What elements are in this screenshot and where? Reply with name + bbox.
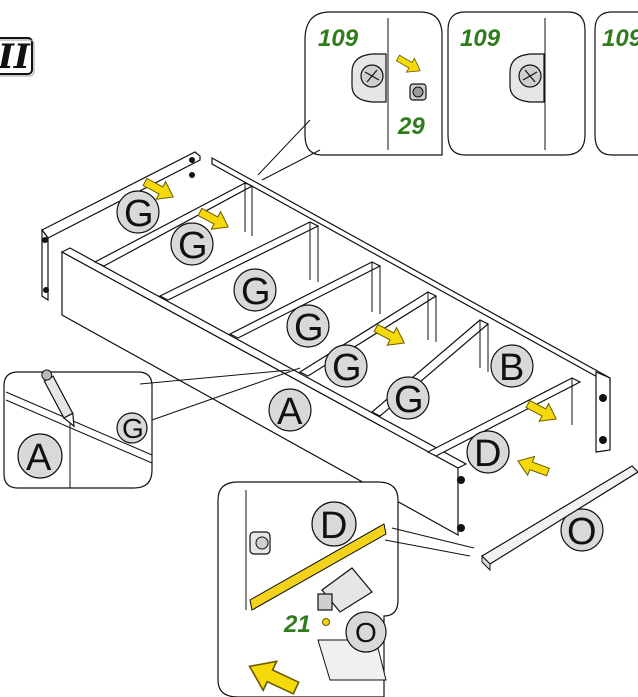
partial-callout: 109 xyxy=(594,11,638,156)
cabinet-dividers xyxy=(244,183,573,425)
cam-lock-callout: 109 29 xyxy=(304,11,443,156)
cam-lock-icon xyxy=(509,53,545,103)
label-d: D xyxy=(474,433,501,475)
cam-bolt-icon xyxy=(409,83,427,101)
label-g-5: G xyxy=(332,347,362,389)
step-label: II xyxy=(0,37,31,77)
pencil-label-a: A xyxy=(26,437,52,479)
strip-o xyxy=(481,465,638,572)
label-g-2: G xyxy=(178,225,208,267)
pencil-callout: A G xyxy=(3,369,153,489)
cam-lock-icon xyxy=(351,53,387,103)
glue-callout: D 21 O xyxy=(217,481,399,697)
label-o: O xyxy=(567,511,597,553)
step-badge: II xyxy=(0,37,35,77)
glue-tube-icon xyxy=(317,567,373,626)
partial-number: 109 xyxy=(602,25,638,52)
cam-bolt-number: 29 xyxy=(397,113,425,140)
cam-part-number: 109 xyxy=(318,25,359,52)
cam-locked-number: 109 xyxy=(460,25,501,52)
pencil-label-g: G xyxy=(122,413,144,444)
arrow-icon xyxy=(514,451,552,482)
glue-label-d: D xyxy=(320,505,347,547)
pencil-icon xyxy=(41,369,75,428)
cam-lock-icon xyxy=(249,531,271,555)
label-g-6: G xyxy=(394,379,424,421)
label-g-1: G xyxy=(124,193,154,235)
cabinet-frame xyxy=(41,151,611,537)
glue-number: 21 xyxy=(283,611,311,638)
label-g-3: G xyxy=(241,271,271,313)
glue-label-o: O xyxy=(355,617,377,648)
label-a: A xyxy=(277,391,303,433)
cam-locked-callout: 109 xyxy=(447,11,586,156)
screw-markers xyxy=(42,157,607,532)
label-b: B xyxy=(499,347,524,389)
label-g-4: G xyxy=(294,307,324,349)
